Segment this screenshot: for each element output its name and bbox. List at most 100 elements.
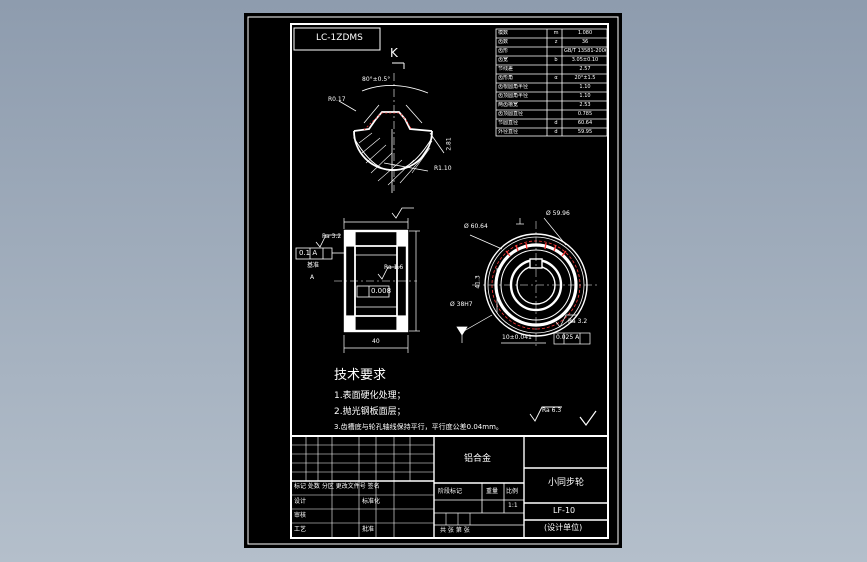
- param-row: 齿根圆角半径 1.10: [496, 84, 607, 93]
- tech-req-item-2: 2.抛光钢板面层；: [334, 407, 406, 417]
- dim-depth: 2.81: [445, 137, 453, 151]
- param-cell: 齿形角: [498, 75, 514, 81]
- dim-width: 40: [372, 338, 380, 345]
- cad-drawing: [247, 16, 619, 545]
- general-roughness: Ra 6.3: [542, 407, 562, 414]
- tooth-highlight: [363, 112, 413, 131]
- tolerance-frame-front: 0.025 A: [556, 334, 580, 341]
- ratio-value: 1:1: [508, 502, 518, 509]
- param-cell: 1.10: [579, 93, 591, 99]
- param-cell: 60.64: [577, 120, 593, 126]
- param-cell: b: [554, 57, 558, 63]
- gear-tooth-marks: [505, 242, 567, 257]
- revision-row: 标记 处数 分区 更改文件号 签名: [294, 483, 380, 490]
- weight-label: 重量: [486, 488, 499, 495]
- param-cell: α: [554, 75, 558, 81]
- design-unit-note: (设计单位): [544, 523, 583, 532]
- param-cell: m: [553, 30, 559, 36]
- dim-r-top: R0.17: [328, 96, 346, 103]
- param-cell: 齿根圆角半径: [498, 84, 529, 90]
- side-tolerance-frames: [295, 247, 390, 298]
- param-row: 节圆直径 d 60.64: [496, 120, 607, 129]
- dim-hole: Ø 38H7: [450, 301, 473, 308]
- dim-d-outer: Ø 60.64: [464, 223, 488, 230]
- tolerance-frame-flat: 0.008: [371, 287, 392, 295]
- dim-keyway: 10±0.041: [502, 334, 532, 341]
- param-row: 齿数 z 36: [496, 39, 607, 48]
- datum-letter: A: [310, 274, 315, 281]
- param-cell: 1.10: [579, 84, 591, 90]
- dim-ra-2: Ra 3.2: [322, 233, 342, 240]
- code-box-text: LC-1ZDMS: [316, 33, 363, 43]
- param-row: 齿形角 α 20°±1.5: [496, 75, 607, 84]
- param-cell: 齿顶圆直径: [498, 111, 524, 117]
- tech-req-title: 技术要求: [334, 368, 387, 383]
- param-cell: 节线差: [498, 66, 514, 72]
- param-row: 模数 m 1.080: [496, 30, 607, 39]
- outer-frame: [247, 16, 619, 545]
- tooth-detail-view: [338, 62, 445, 193]
- param-row: 外径直径 d 59.95: [496, 129, 607, 138]
- param-cell: d: [554, 129, 558, 135]
- param-cell: z: [554, 39, 558, 45]
- param-cell: 1.080: [577, 30, 593, 36]
- param-cell: 0.785: [577, 111, 593, 117]
- approve-label: 批准: [362, 526, 375, 533]
- title-block-grid: [291, 435, 608, 538]
- craft-label: 工艺: [294, 526, 307, 533]
- view-label: K: [390, 46, 398, 60]
- param-table-grid: [495, 28, 608, 137]
- param-cell: 两齿槽宽: [498, 102, 519, 108]
- param-cell: 3.05±0.10: [571, 57, 599, 63]
- tech-req-item-1: 1.表面硬化处理；: [334, 391, 406, 401]
- datum-label: 基准: [307, 262, 320, 269]
- tech-req-item-3: 3.齿槽底与轮孔轴线保持平行，平行度公差0.04mm。: [334, 423, 503, 431]
- side-section-view: [334, 218, 420, 353]
- param-cell: GB/T 13581-2006: [564, 48, 606, 54]
- param-row: 齿顶圆直径 0.785: [496, 111, 607, 120]
- param-cell: 59.95: [577, 129, 593, 135]
- part-code: LF-10: [553, 506, 576, 515]
- dim-d-pitch: Ø 59.96: [546, 210, 570, 217]
- detail-hatching: [358, 132, 433, 186]
- tolerance-frame-side: 0.1 A: [299, 249, 318, 257]
- param-row: 齿宽 b 3.05±0.10: [496, 57, 607, 66]
- dim-angle: 80°±0.5°: [362, 76, 391, 83]
- side-roughness-marks: [315, 207, 414, 280]
- drawing-sheet: LC-1ZDMS K 模数 m 1.080 齿数 z 36 齿形 GB/T 13581-200…: [244, 13, 622, 548]
- param-row: 两齿槽宽 2.53: [496, 102, 607, 111]
- front-gear-view: [472, 221, 600, 349]
- stage-label: 阶段标记: [438, 488, 463, 495]
- param-row: 齿形 GB/T 13581-2006: [496, 48, 607, 57]
- param-cell: 2.53: [579, 102, 591, 108]
- param-row: 节线差 2.57: [496, 66, 607, 75]
- param-cell: 节圆直径: [498, 120, 519, 126]
- inner-frame: [290, 23, 609, 539]
- param-cell: 36: [581, 39, 589, 45]
- dim-bore-fit: 41.3: [474, 275, 482, 289]
- param-cell: 齿顶圆角半径: [498, 93, 529, 99]
- dim-ra-1: Ra 1.6: [384, 264, 404, 271]
- param-cell: 模数: [498, 30, 509, 36]
- general-roughness-symbol: [529, 406, 562, 422]
- ratio-label: 比例: [506, 488, 519, 495]
- design-label: 设计: [294, 498, 307, 505]
- code-box: [293, 27, 381, 51]
- param-row: 齿顶圆角半径 1.10: [496, 93, 607, 102]
- param-cell: d: [554, 120, 558, 126]
- param-cell: 外径直径: [498, 129, 519, 135]
- param-cell: 20°±1.5: [574, 75, 596, 81]
- check-symbol: [579, 410, 597, 427]
- sheets-label: 共 张 第 张: [440, 527, 470, 534]
- part-name: 小同步轮: [548, 478, 585, 488]
- material-label: 铝合金: [464, 454, 492, 464]
- param-cell: 齿数: [498, 39, 509, 45]
- param-cell: 齿形: [498, 48, 509, 54]
- dim-ra-3: Ra 3.2: [568, 318, 588, 325]
- std-label: 标准化: [362, 498, 381, 505]
- dim-r-bottom: R1.10: [434, 165, 452, 172]
- param-cell: 齿宽: [498, 57, 509, 63]
- param-cell: 2.57: [579, 66, 591, 72]
- front-dimension-lines: [456, 217, 591, 345]
- check-label: 审核: [294, 512, 307, 519]
